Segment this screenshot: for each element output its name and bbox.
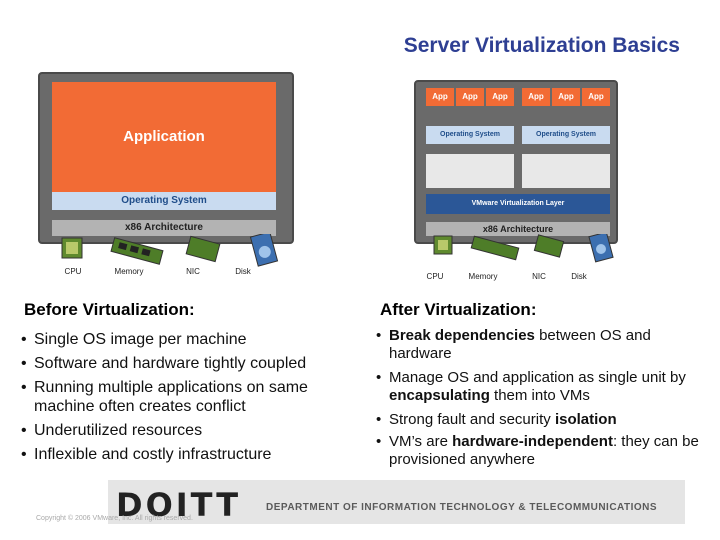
- hw-label-memory: Memory: [114, 267, 144, 276]
- before-bullet: Inflexible and costly infrastructure: [18, 445, 366, 464]
- before-diagram: Application Operating System x86 Archite…: [38, 72, 294, 280]
- after-diagram: App App App Operating System App App App…: [414, 80, 618, 281]
- after-hw-label-disk: Disk: [571, 272, 587, 281]
- hw-label-nic: NIC: [186, 267, 200, 276]
- cpu-icon: [433, 235, 453, 255]
- keyword-hardware-independent: hardware-independent: [452, 433, 613, 450]
- after-bullet: VM’s are hardware-independent: they can …: [373, 433, 713, 469]
- before-application-box: Application: [52, 82, 276, 202]
- after-hw-label-nic: NIC: [532, 272, 546, 281]
- after-bullet-list: Break dependencies between OS and hardwa…: [373, 327, 713, 469]
- vm-2: App App App Operating System: [522, 88, 610, 188]
- before-arch-strip: x86 Architecture: [52, 220, 276, 236]
- before-application-label: Application: [123, 128, 205, 145]
- before-heading: Before Virtualization:: [24, 300, 195, 319]
- after-arch-strip: x86 Architecture: [426, 222, 610, 236]
- before-bullet-list: Single OS image per machine Software and…: [18, 330, 366, 464]
- vm1-virtual-hw: [426, 154, 514, 188]
- memory-icon: [110, 237, 164, 265]
- copyright-text: Copyright © 2006 VMware, Inc. All rights…: [36, 515, 193, 522]
- nic-icon: [533, 234, 565, 258]
- department-name: DEPARTMENT OF INFORMATION TECHNOLOGY & T…: [266, 502, 658, 513]
- before-bullet: Software and hardware tightly coupled: [18, 354, 366, 373]
- after-bullet: Strong fault and security isolation: [373, 411, 713, 429]
- doitt-logo: DOITT: [116, 486, 242, 524]
- after-hardware-icons: [433, 234, 614, 263]
- vm2-app-3: App: [582, 88, 610, 106]
- nic-icon: [185, 235, 221, 263]
- before-bullet: Single OS image per machine: [18, 330, 366, 349]
- memory-icon: [470, 235, 520, 261]
- after-bullet: Break dependencies between OS and hardwa…: [373, 327, 713, 363]
- before-bullet: Underutilized resources: [18, 421, 366, 440]
- after-bullet: Manage OS and application as single unit…: [373, 369, 713, 405]
- vm2-os: Operating System: [522, 126, 610, 144]
- keyword-break-dependencies: Break dependencies: [389, 327, 535, 344]
- vm1-os: Operating System: [426, 126, 514, 144]
- vm2-app-2: App: [552, 88, 580, 106]
- vm-1: App App App Operating System: [426, 88, 514, 188]
- before-hardware-icons: [61, 234, 279, 267]
- vm1-app-3: App: [486, 88, 514, 106]
- vm1-app-2: App: [456, 88, 484, 106]
- after-hw-label-memory: Memory: [468, 272, 498, 281]
- vm2-virtual-hw: [522, 154, 610, 188]
- footer-banner: [108, 480, 685, 524]
- before-os-strip: Operating System: [52, 192, 276, 210]
- vm1-app-1: App: [426, 88, 454, 106]
- keyword-encapsulating: encapsulating: [389, 387, 490, 404]
- slide-title: Server Virtualization Basics: [403, 34, 680, 57]
- disk-icon: [249, 234, 279, 267]
- hw-label-cpu: CPU: [64, 267, 82, 276]
- hw-label-disk: Disk: [235, 267, 251, 276]
- disk-icon: [588, 234, 614, 263]
- after-heading: After Virtualization:: [380, 300, 537, 319]
- before-bullet: Running multiple applications on same ma…: [18, 378, 366, 416]
- keyword-isolation: isolation: [554, 411, 617, 428]
- vm2-app-1: App: [522, 88, 550, 106]
- after-hw-label-cpu: CPU: [426, 272, 444, 281]
- cpu-icon: [61, 237, 83, 259]
- virtualization-layer: VMware Virtualization Layer: [426, 194, 610, 214]
